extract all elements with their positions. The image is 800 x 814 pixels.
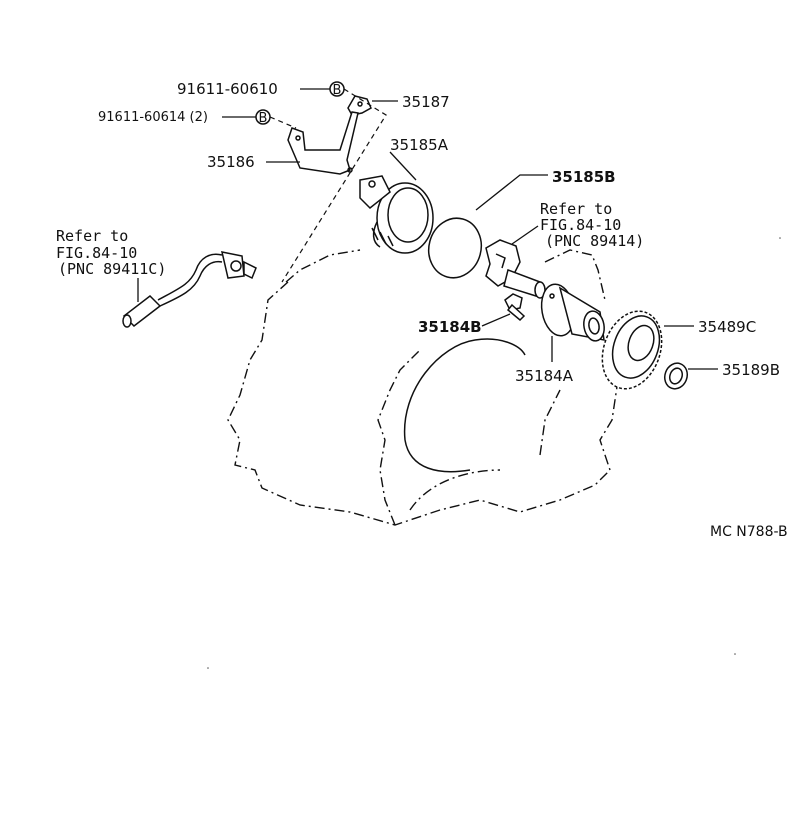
part-35184B-bolt-icon — [504, 293, 526, 322]
part-35489C-gear-icon — [601, 310, 663, 390]
housing-bore-outline — [403, 338, 526, 441]
label-35189B: 35189B — [722, 361, 780, 379]
label-35186: 35186 — [207, 153, 255, 171]
driven-gear-shaft-icon — [485, 239, 546, 299]
label-91611-60610: 91611-60610 — [177, 80, 278, 98]
transmission-housing — [227, 249, 619, 526]
ref-right-line2: FIG.84-10 — [540, 216, 621, 234]
diagram-code: MC N788-B — [710, 524, 788, 540]
bolt-91611-60614-icon: B — [255, 109, 271, 126]
bolt-mark-label-2: B — [259, 111, 268, 126]
label-35185B: 35185B — [552, 168, 616, 186]
part-35185A-sensor-housing-icon — [359, 175, 434, 254]
ref-right-line3: (PNC 89414) — [545, 232, 644, 250]
bolt-91611-60610-icon: B — [329, 81, 345, 98]
ref-left-line2: FIG.84-10 — [56, 244, 137, 262]
part-35189B-snap-ring-icon — [663, 362, 689, 390]
housing-bore-lower — [404, 439, 471, 473]
label-35184A: 35184A — [515, 367, 574, 385]
label-35489C: 35489C — [698, 318, 756, 336]
part-35184A-flange-shaft-icon — [540, 283, 605, 342]
label-35187: 35187 — [402, 93, 450, 111]
part-35185B-o-ring-icon — [427, 217, 483, 279]
ref-left-line3: (PNC 89411C) — [58, 260, 166, 278]
label-91611-60614: 91611-60614 (2) — [98, 110, 208, 125]
label-35184B: 35184B — [418, 318, 482, 336]
ref-right-line1: Refer to — [540, 200, 612, 218]
label-35185A: 35185A — [390, 136, 449, 154]
bolt-mark-label: B — [333, 83, 342, 98]
part-35186-bracket-icon — [287, 111, 359, 175]
ref-left-line1: Refer to — [56, 227, 128, 245]
speed-sensor-connector-icon — [122, 251, 257, 328]
